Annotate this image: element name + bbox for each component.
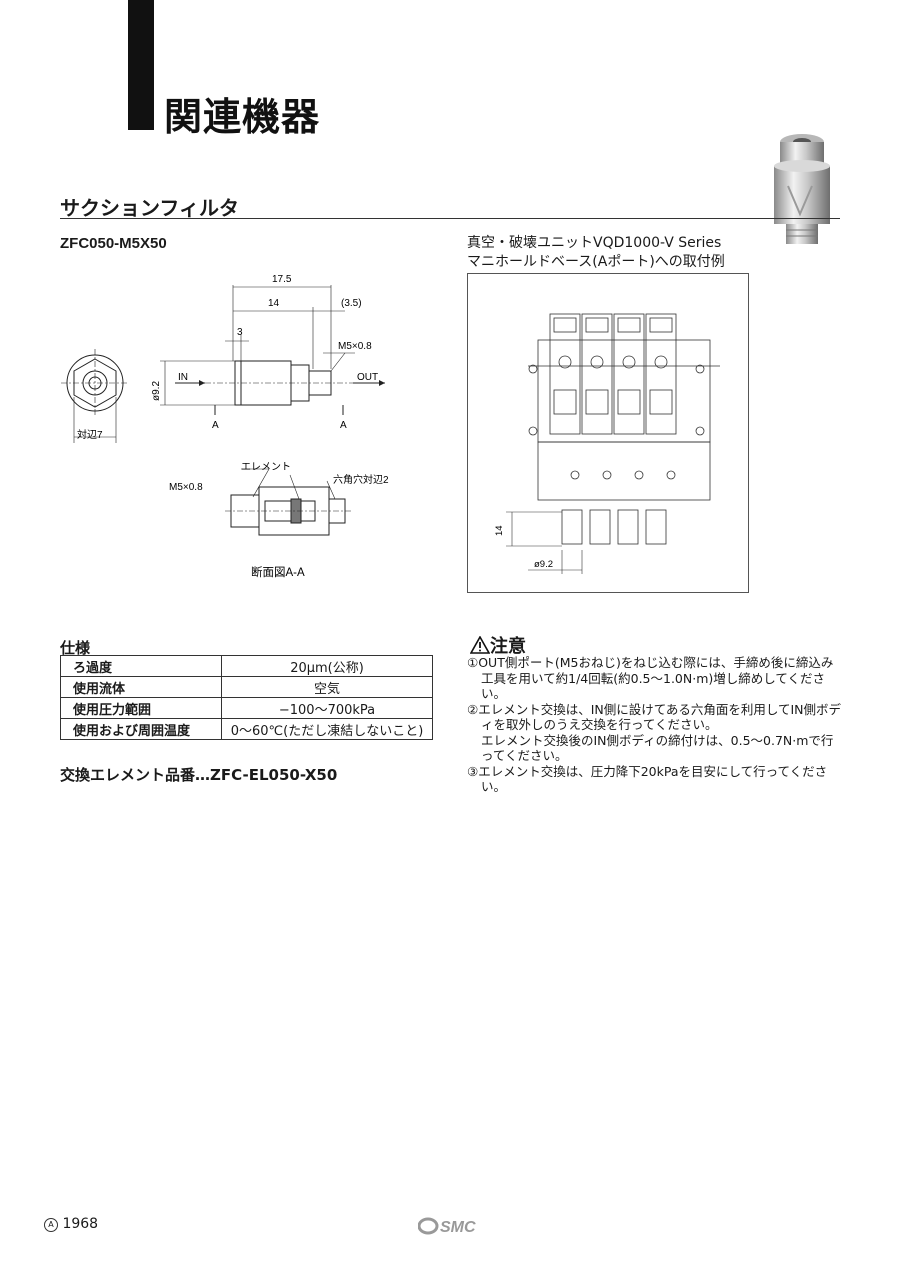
spec-value: 20μm(公称): [221, 655, 433, 677]
model-number: ZFC050-M5X50: [60, 235, 167, 252]
spec-label: 使用圧力範囲: [60, 697, 222, 719]
spec-label: ろ過度: [60, 655, 222, 677]
warning-icon: [469, 635, 491, 654]
table-row: 使用流体 空気: [60, 676, 433, 698]
section-mark-right: A: [340, 420, 347, 431]
corner-mark: A: [44, 1218, 58, 1232]
manifold-drawing: 14 ø9.2: [494, 313, 720, 574]
caution-heading: 注意: [469, 632, 526, 658]
spec-label: 使用および周囲温度: [60, 718, 222, 740]
spec-value: 0〜60℃(ただし凍結しないこと): [221, 718, 433, 740]
table-row: 使用圧力範囲 −100〜700kPa: [60, 697, 433, 719]
thread-in-label: M5×0.8: [169, 482, 203, 493]
replacement-element: 交換エレメント品番…ZFC-EL050-X50: [60, 766, 338, 784]
dim-body: 14: [268, 298, 280, 309]
dim-thread-length: (3.5): [341, 298, 362, 309]
table-row: 使用および周囲温度 0〜60℃(ただし凍結しないこと): [60, 718, 433, 740]
page-title: 関連機器: [164, 95, 321, 139]
brand-logo: SMC: [417, 1216, 484, 1240]
section-caption: 断面図A-A: [251, 565, 305, 579]
manifold-caption-line2: マニホールドベース(Aポート)への取付例: [467, 254, 725, 270]
brand-text: SMC: [440, 1219, 476, 1236]
caution-list: ①OUT側ポート(M5おねじ)をねじ込む際には、手締め後に締込み工具を用いて約1…: [467, 655, 845, 795]
product-photo: [774, 134, 830, 244]
title-bar: [128, 0, 154, 130]
manifold-caption: 真空・破壊ユニットVQD1000-V Series マニホールドベース(Aポート…: [467, 234, 725, 272]
table-row: ろ過度 20μm(公称): [60, 655, 433, 677]
hex-socket-label: 六角穴対辺2: [333, 473, 389, 486]
thread-out-label: M5×0.8: [338, 341, 372, 352]
end-view: [61, 349, 129, 443]
in-label: IN: [178, 372, 188, 383]
across-flats-label: 対辺7: [77, 428, 103, 441]
out-label: OUT: [357, 372, 378, 383]
page-number: A 1968: [44, 1216, 98, 1232]
element-label: エレメント: [241, 462, 291, 473]
manifold-figure: 14 ø9.2: [467, 273, 749, 593]
list-item: ①OUT側ポート(M5おねじ)をねじ込む際には、手締め後に締込み工具を用いて約1…: [467, 655, 834, 701]
manifold-dim-diameter: ø9.2: [534, 559, 553, 570]
section-mark-left: A: [212, 420, 219, 431]
spec-value: −100〜700kPa: [221, 697, 433, 719]
section-rule: [60, 218, 840, 219]
dim-hex-length: 3: [237, 327, 243, 338]
page-number-text: 1968: [62, 1216, 99, 1232]
manifold-dim-height: 14: [494, 525, 505, 536]
caution-title: 注意: [490, 636, 526, 657]
spec-value: 空気: [221, 676, 433, 698]
spec-title: 仕様: [60, 639, 91, 657]
side-view: [160, 285, 355, 415]
dim-overall: 17.5: [272, 274, 292, 285]
spec-table: ろ過度 20μm(公称) 使用流体 空気 使用圧力範囲 −100〜700kPa …: [60, 655, 433, 740]
cross-section: [225, 468, 351, 536]
list-item: エレメント交換後のIN側ボディの締付けは、0.5〜0.7N·mで行ってください。: [481, 732, 834, 764]
spec-label: 使用流体: [60, 676, 222, 698]
manifold-caption-line1: 真空・破壊ユニットVQD1000-V Series: [467, 235, 722, 251]
smc-logo-icon: SMC: [417, 1217, 476, 1236]
dimension-drawing: 対辺7 17.5 14 (3.5) 3 M5×0.8 ø9.2 IN OUT A…: [61, 274, 389, 579]
section-title: サクションフィルタ: [60, 196, 239, 220]
list-item: ③エレメント交換は、圧力降下20kPaを目安にして行ってください。: [467, 763, 828, 795]
list-item: ②エレメント交換は、IN側に設けてある六角面を利用してIN側ボディを取外しのうえ…: [467, 701, 842, 733]
diameter-label: ø9.2: [151, 381, 162, 401]
